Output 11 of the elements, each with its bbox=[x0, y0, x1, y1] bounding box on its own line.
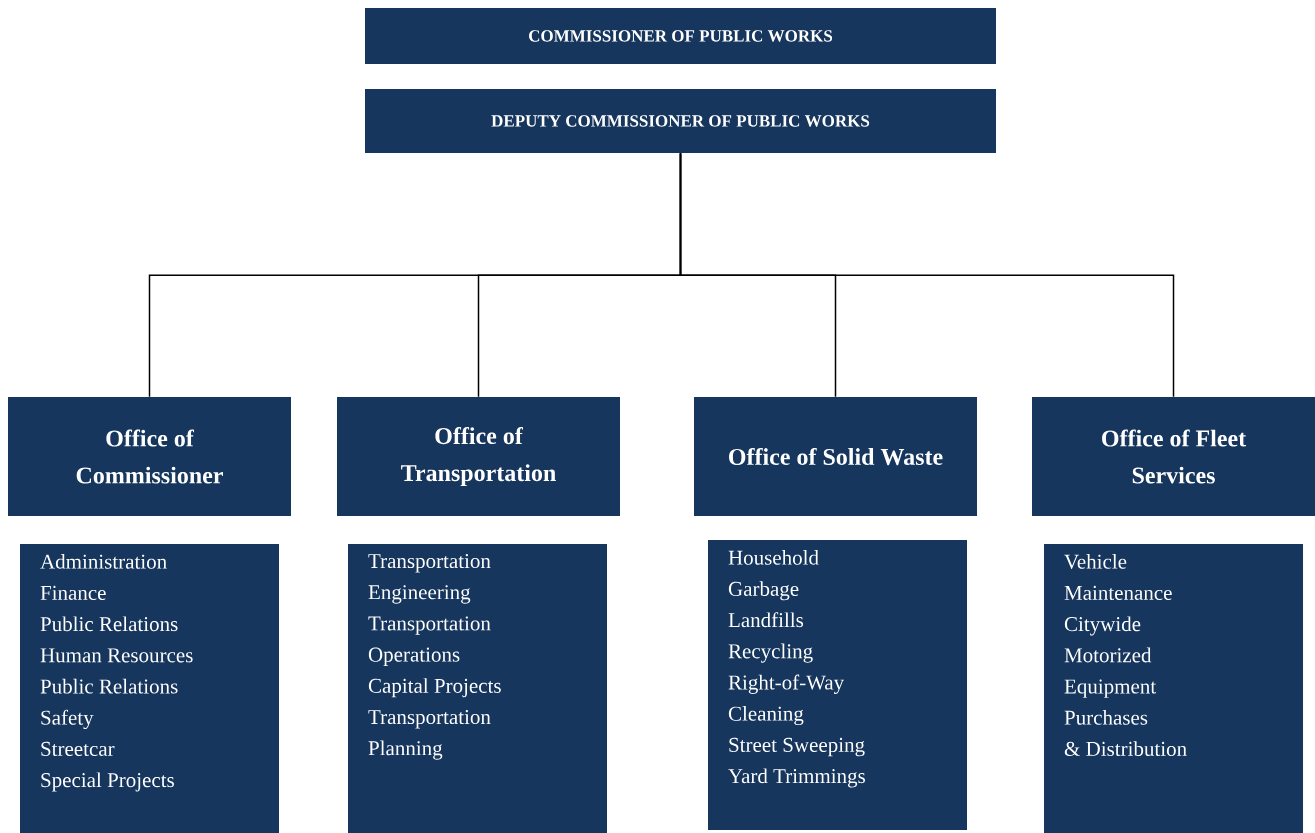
title-box: COMMISSIONER OF PUBLIC WORKS bbox=[365, 8, 996, 64]
list-box: Transportation Engineering Transportation Operations Capital Projects Transportation Planning bbox=[348, 544, 607, 833]
office-box: Office of Fleet Services bbox=[1032, 397, 1315, 516]
office-box: Office of Solid Waste bbox=[694, 397, 977, 516]
office-box: Office of Commissioner bbox=[8, 397, 291, 516]
connector-line bbox=[679, 152, 1175, 398]
list-box: Household Garbage Landfills Recycling Right-of-Way Cleaning Street Sweeping Yard Trimmings bbox=[708, 540, 967, 830]
list-box: Administration Finance Public Relations Human Resources Public Relations Safety Streetcar Special Projects bbox=[20, 544, 279, 833]
title-box: DEPUTY COMMISSIONER OF PUBLIC WORKS bbox=[365, 89, 996, 153]
list-box: Vehicle Maintenance Citywide Motorized Equipment Purchases & Distribution bbox=[1044, 544, 1303, 833]
office-box: Office of Transportation bbox=[337, 397, 620, 516]
